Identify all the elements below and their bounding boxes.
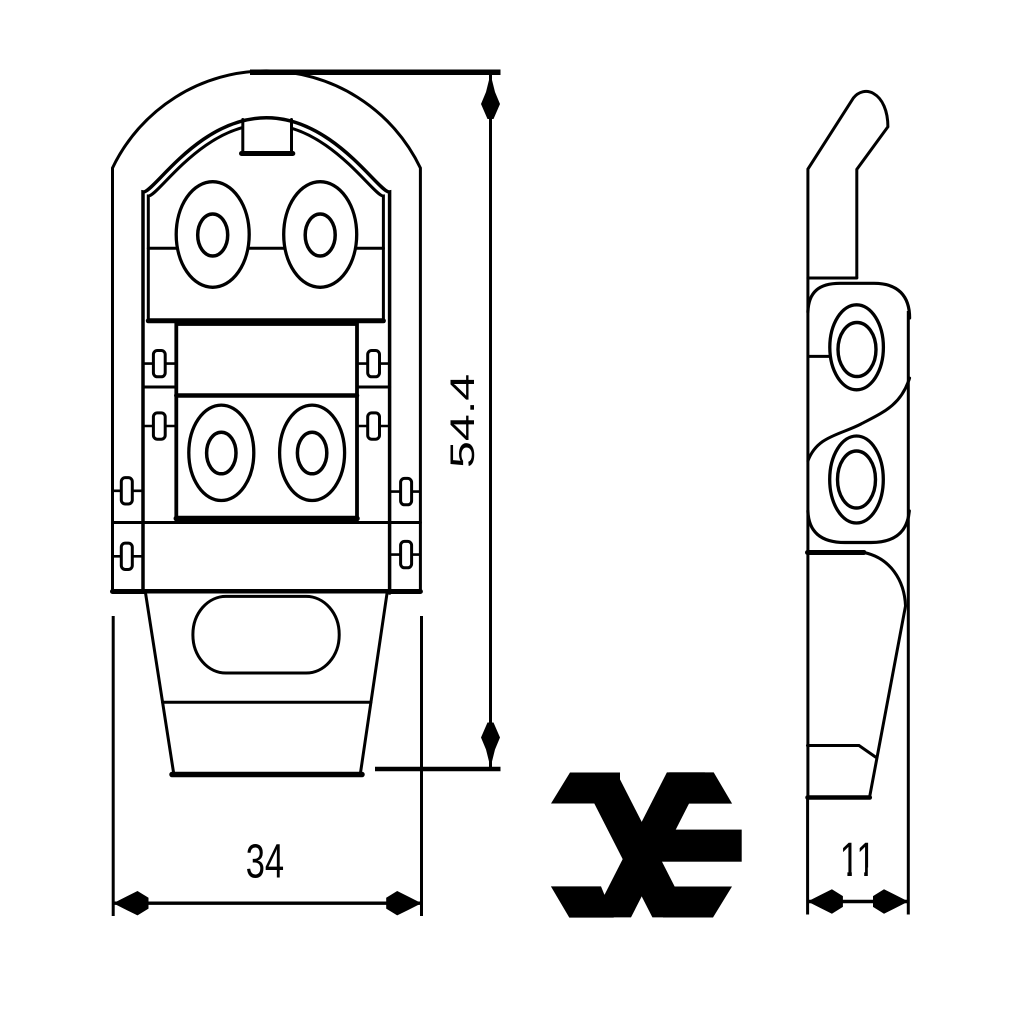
- side-loop-s-curve: [806, 376, 912, 463]
- brand-logo: [550, 772, 742, 918]
- dimension-depth: 11: [806, 311, 910, 915]
- pin: [151, 411, 167, 441]
- dim-height-arrow-down: [481, 722, 500, 768]
- side-loop-bottom: [806, 509, 911, 545]
- pin: [119, 541, 134, 571]
- pin: [119, 476, 134, 506]
- front-upper-hole-left-inner: [195, 212, 230, 258]
- side-pin-bottom-inner: [835, 449, 878, 510]
- pin: [399, 539, 414, 570]
- pin: [366, 411, 382, 441]
- front-upper-holes: [174, 180, 359, 289]
- logo-stroke-ne-sw: [593, 772, 705, 918]
- front-hook-slot: [191, 594, 341, 675]
- front-lever-hole-left-inner: [204, 430, 238, 476]
- side-handle: [806, 89, 890, 799]
- dim-width-arrow-right: [386, 891, 422, 916]
- front-top-slot: [241, 118, 293, 155]
- front-hinge-pins-inner: [143, 349, 390, 441]
- front-hinge-pins-outer: [112, 476, 421, 571]
- front-view: [110, 69, 423, 778]
- pin: [399, 476, 414, 507]
- dim-width-arrow-left: [113, 891, 149, 916]
- front-inner-frame: [141, 116, 392, 595]
- dim-height-arrow-up: [481, 74, 500, 119]
- dim-width-label: 34: [246, 834, 284, 888]
- dim-depth-arrow-left: [807, 889, 843, 914]
- side-base-step: [806, 744, 877, 759]
- front-upper-hole-right-inner: [303, 212, 337, 258]
- glyph-serif-mask: [840, 867, 875, 879]
- dim-height-label: 54.4: [443, 374, 482, 468]
- dimension-height: 54.4: [250, 69, 501, 772]
- pin: [366, 349, 382, 379]
- front-lever-holes: [187, 403, 347, 503]
- side-pin-top-inner: [836, 320, 878, 379]
- front-lever-hole-right-inner: [295, 430, 329, 476]
- dimension-width: 34: [111, 616, 423, 916]
- side-view: [805, 89, 912, 800]
- dim-depth-arrow-right: [873, 889, 909, 914]
- side-base-bulge: [862, 551, 908, 798]
- pin: [151, 349, 167, 379]
- side-loop-top: [806, 281, 912, 320]
